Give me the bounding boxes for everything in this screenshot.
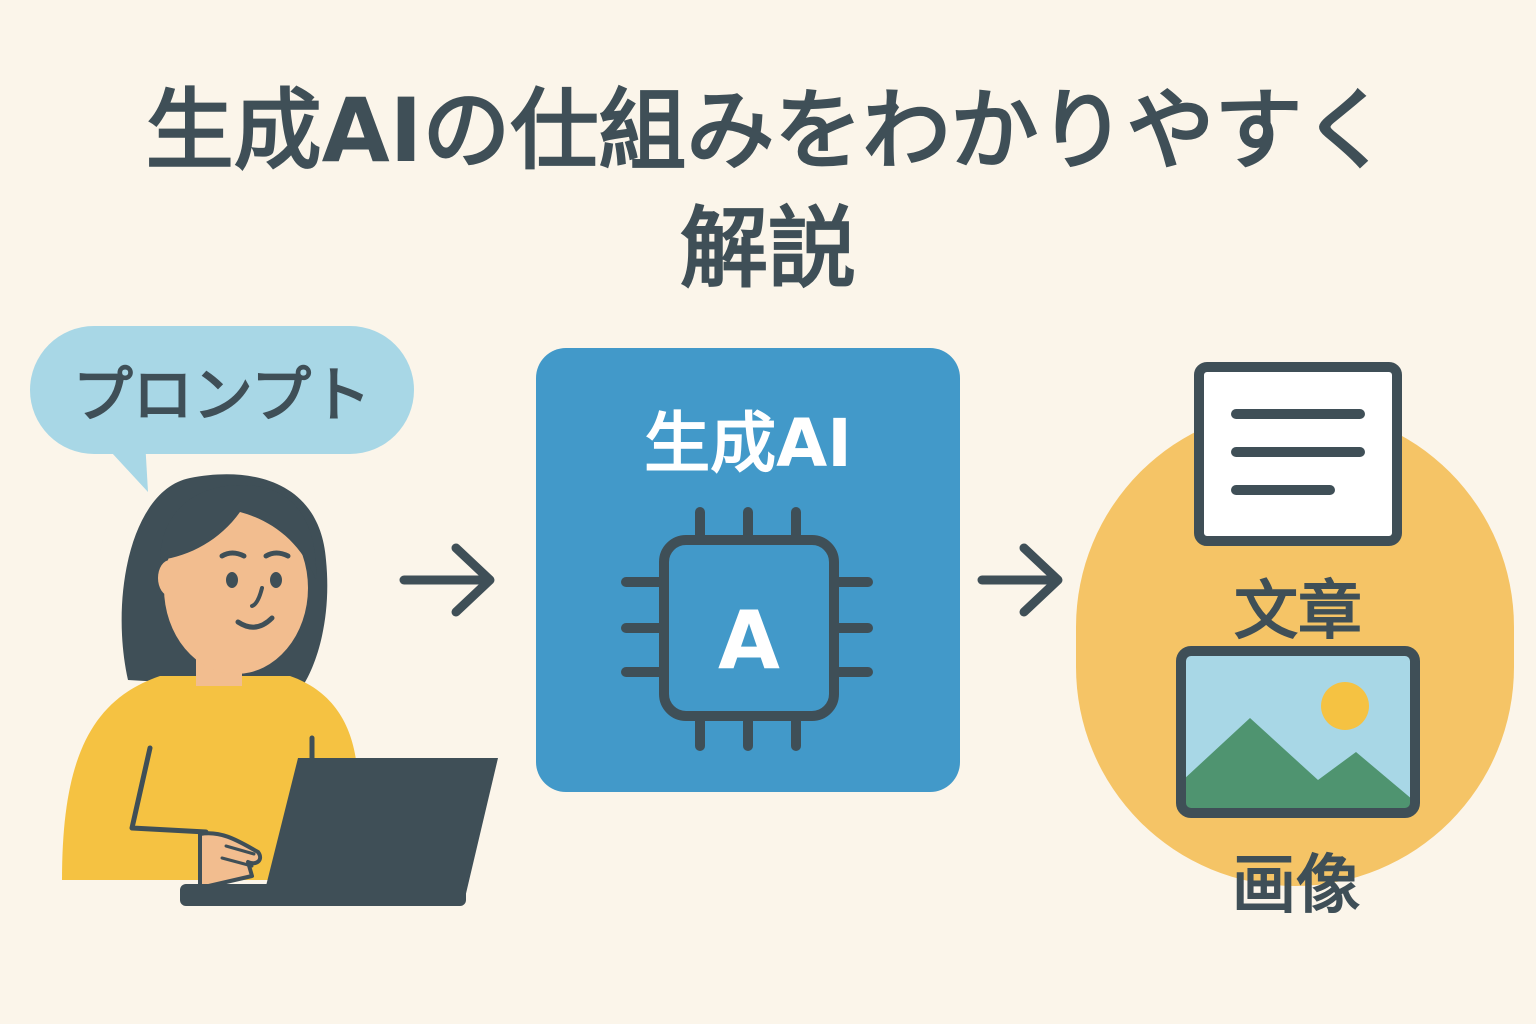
title-line-2: 解説 <box>679 197 856 300</box>
text-output-label: 文章 <box>1234 575 1362 649</box>
page-title: 生成AIの仕組みをわかりやすく 解説 <box>0 72 1536 308</box>
image-output-label: 画像 <box>1232 849 1360 923</box>
prompt-bubble: プロンプト <box>30 326 414 454</box>
chip-letter: A <box>718 594 780 687</box>
prompt-label: プロンプト <box>72 360 372 431</box>
title-line-1: 生成AIの仕組みをわかりやすく <box>145 79 1391 182</box>
